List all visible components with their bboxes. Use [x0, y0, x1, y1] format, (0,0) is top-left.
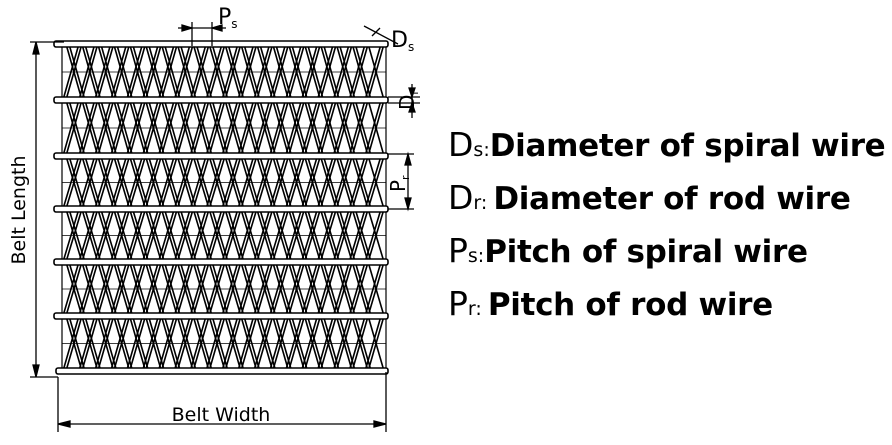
- legend-subscript: r:: [473, 192, 494, 214]
- legend-symbol: D: [448, 125, 474, 164]
- legend-subscript: s:: [473, 139, 490, 161]
- rod-wire: [55, 367, 389, 375]
- ps-dimension: [178, 22, 226, 46]
- legend-item-ps: Ps:Pitch of spiral wire: [448, 224, 888, 277]
- ds-dimension: [363, 25, 399, 45]
- ps-label: Ps: [218, 5, 238, 31]
- legend-subscript: s:: [467, 245, 485, 267]
- rod-wire: [53, 258, 389, 266]
- pr-label: Pr: [386, 175, 412, 192]
- legend-text: Pitch of rod wire: [487, 287, 773, 323]
- rod-wire: [53, 312, 389, 320]
- legend-text: Diameter of rod wire: [493, 181, 851, 217]
- belt-length-label: Belt Length: [8, 155, 30, 264]
- dr-dimension: [388, 84, 420, 118]
- pr-dimension: [388, 151, 414, 212]
- spiral-mesh: [61, 43, 387, 372]
- dr-label: Dr: [395, 90, 421, 110]
- belt-width-dimension: [57, 372, 387, 432]
- legend-text: Diameter of spiral wire: [489, 128, 886, 164]
- belt-width-label: Belt Width: [172, 404, 271, 426]
- rod-wire: [53, 152, 389, 160]
- legend-text: Pitch of spiral wire: [484, 234, 808, 270]
- rod-wire: [53, 205, 389, 213]
- legend-symbol: P: [448, 231, 468, 270]
- legend: Ds:Diameter of spiral wire Dr: Diameter …: [448, 118, 888, 330]
- legend-subscript: r:: [467, 298, 488, 320]
- ds-label: Ds: [391, 28, 414, 54]
- legend-symbol: D: [448, 178, 474, 217]
- legend-item-pr: Pr: Pitch of rod wire: [448, 277, 888, 330]
- legend-item-dr: Dr: Diameter of rod wire: [448, 171, 888, 224]
- rod-wire: [53, 40, 389, 48]
- belt-length-dimension: [30, 41, 64, 378]
- legend-item-ds: Ds:Diameter of spiral wire: [448, 118, 888, 171]
- legend-symbol: P: [448, 284, 468, 323]
- rod-wire: [53, 96, 389, 104]
